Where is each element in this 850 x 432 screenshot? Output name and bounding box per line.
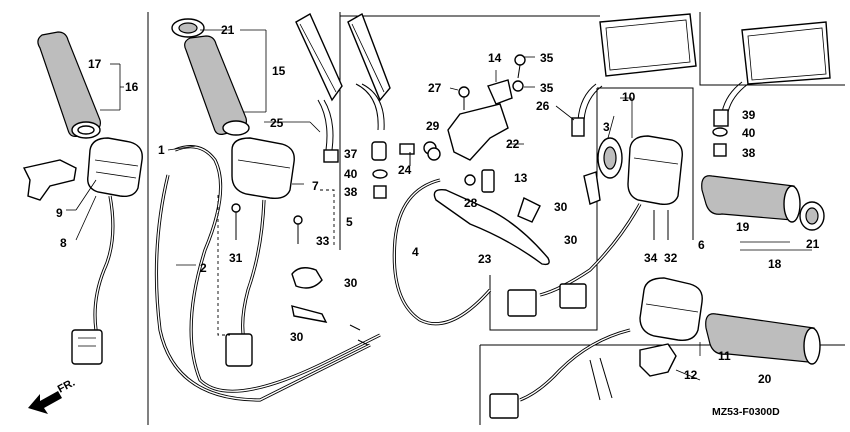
- label-30-a: 30: [344, 276, 358, 290]
- lower-switch-housing: [489, 277, 703, 419]
- cable-clips: [291, 267, 328, 323]
- label-28: 28: [464, 196, 478, 210]
- clutch-cable: [392, 178, 492, 326]
- diagram-code: MZ53-F0300D: [712, 406, 780, 418]
- label-40-b: 40: [742, 126, 756, 140]
- label-4: 4: [412, 245, 419, 259]
- part-labels: 17 16 9 8 21 15 1 2 7 5 31 33 30 30 25 3…: [56, 23, 820, 386]
- label-37: 37: [344, 147, 358, 161]
- label-21-right: 21: [806, 237, 820, 251]
- label-35-a: 35: [540, 51, 554, 65]
- right-mirror: [571, 13, 697, 137]
- label-11: 11: [718, 349, 731, 363]
- label-3: 3: [603, 120, 610, 134]
- label-19: 19: [736, 220, 750, 234]
- left-mirror: [295, 13, 343, 163]
- label-40-a: 40: [344, 167, 358, 181]
- label-38-b: 38: [742, 146, 756, 160]
- label-16: 16: [125, 80, 139, 94]
- screws: [231, 147, 441, 244]
- label-23: 23: [478, 252, 492, 266]
- label-22: 22: [506, 137, 520, 151]
- label-12: 12: [684, 368, 698, 382]
- label-10: 10: [622, 90, 636, 104]
- far-right-mirror: [712, 21, 831, 157]
- label-33: 33: [316, 234, 330, 248]
- left-grip: [37, 31, 101, 139]
- label-39: 39: [742, 108, 756, 122]
- label-18: 18: [768, 257, 782, 271]
- label-14: 14: [488, 51, 502, 65]
- lower-right-grip: [705, 313, 821, 365]
- right-grip: [701, 175, 825, 231]
- label-35-b: 35: [540, 81, 554, 95]
- control-cables: [154, 145, 381, 402]
- label-6: 6: [698, 238, 705, 252]
- label-21-top: 21: [221, 23, 235, 37]
- label-26: 26: [536, 99, 550, 113]
- label-32: 32: [664, 251, 678, 265]
- label-15: 15: [272, 64, 286, 78]
- label-8: 8: [60, 236, 67, 250]
- label-17: 17: [88, 57, 102, 71]
- center-mirror: [347, 12, 391, 199]
- left-switch-housing: [22, 137, 143, 365]
- label-29: 29: [426, 119, 440, 133]
- right-switch-assembly: [507, 135, 683, 317]
- label-30-b: 30: [290, 330, 304, 344]
- label-20: 20: [758, 372, 772, 386]
- throttle-grip: [171, 18, 250, 136]
- right-switch-housing: [217, 137, 335, 367]
- label-9: 9: [56, 206, 63, 220]
- leader-lines: [66, 29, 812, 381]
- label-38-a: 38: [344, 185, 358, 199]
- front-arrow-icon: [28, 391, 62, 414]
- label-1: 1: [158, 143, 165, 157]
- label-7: 7: [312, 179, 319, 193]
- label-5: 5: [346, 215, 353, 229]
- label-25: 25: [270, 116, 284, 130]
- brake-master-cylinder: [399, 54, 550, 266]
- label-13: 13: [514, 171, 528, 185]
- label-30-c: 30: [554, 200, 568, 214]
- label-31: 31: [229, 251, 243, 265]
- label-30-d: 30: [564, 233, 578, 247]
- label-34: 34: [644, 251, 658, 265]
- front-label: FR.: [56, 377, 77, 396]
- label-2: 2: [200, 261, 207, 275]
- label-24: 24: [398, 163, 412, 177]
- label-27: 27: [428, 81, 442, 95]
